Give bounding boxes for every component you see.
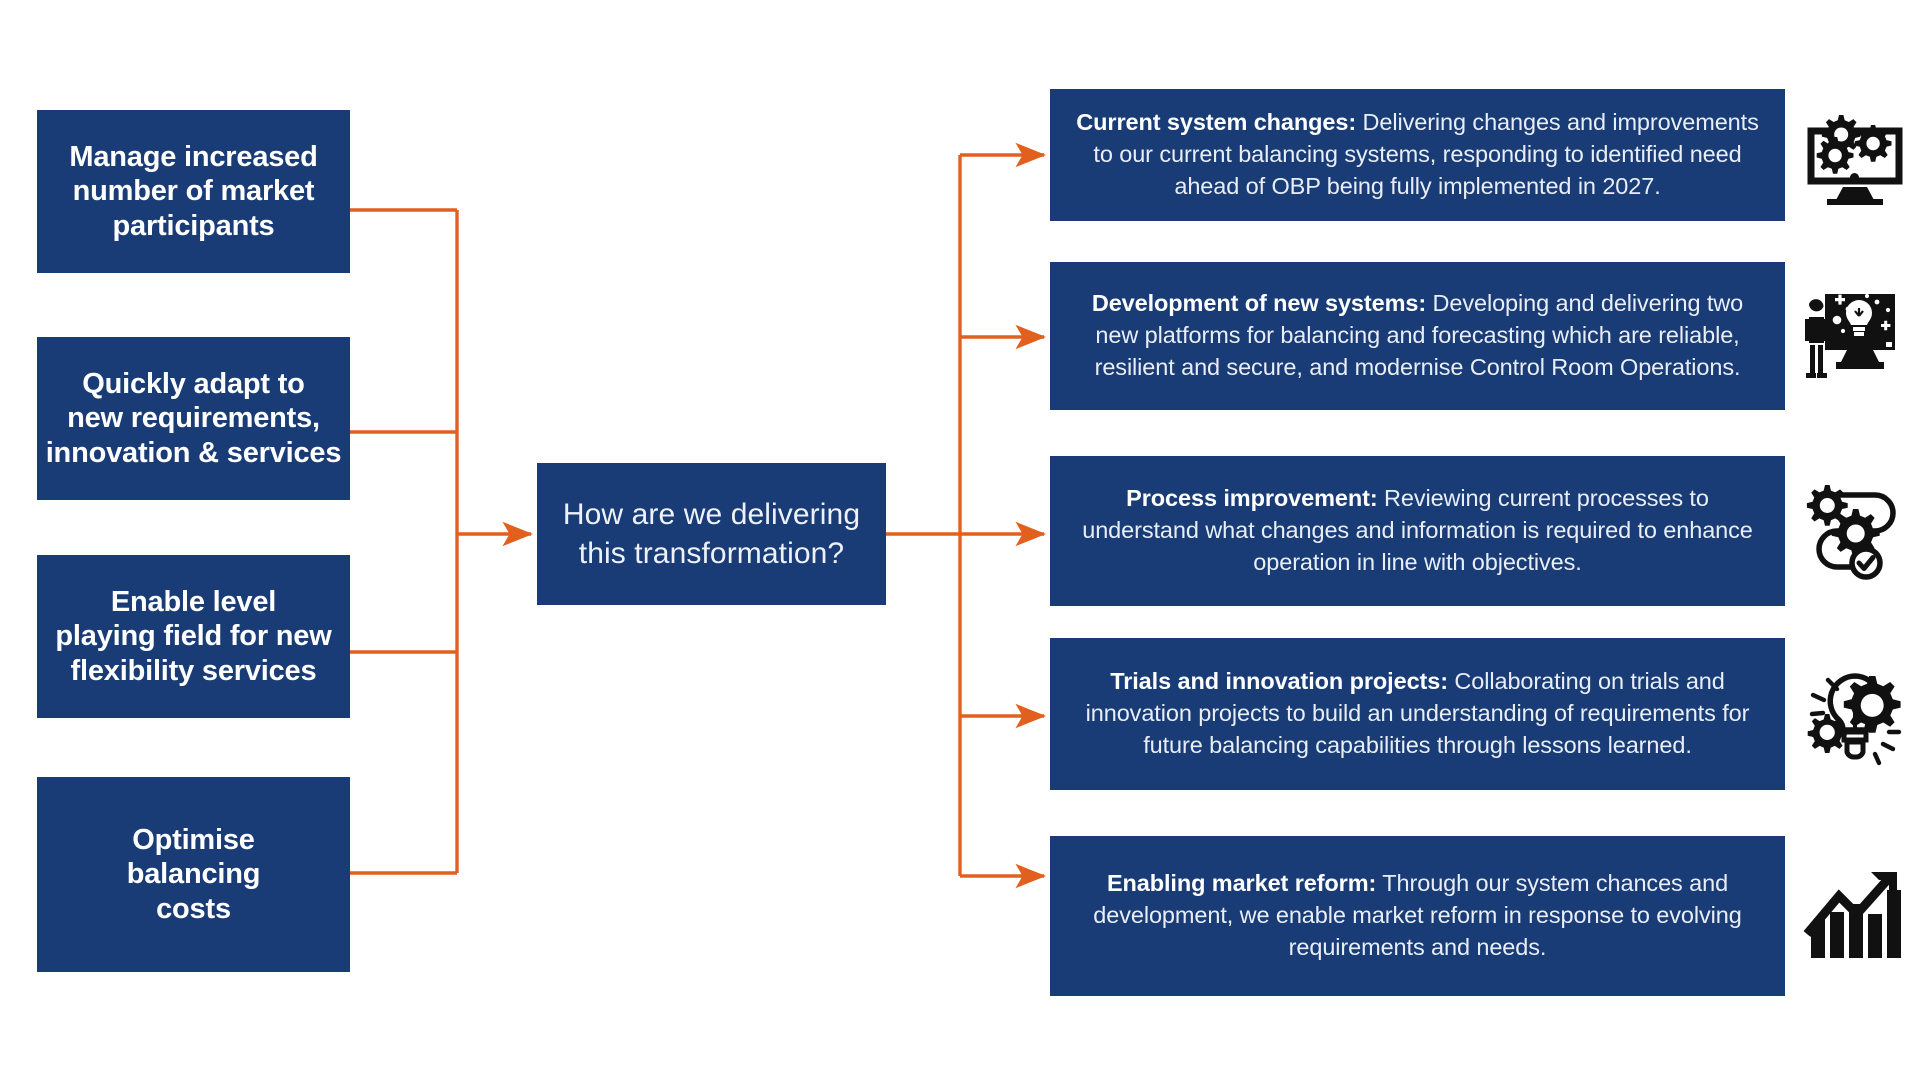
outcome-text: Process improvement: Reviewing current p…	[1072, 483, 1763, 579]
driver-text: Enable level playing field for new flexi…	[55, 586, 332, 687]
outcome-box-trials-innovation-projects[interactable]: Trials and innovation projects: Collabor…	[1050, 638, 1785, 790]
outcome-body: Delivering changes and improvements to o…	[1093, 109, 1759, 199]
outcome-box-current-system-changes[interactable]: Current system changes: Delivering chang…	[1050, 89, 1785, 221]
driver-box-quickly-adapt[interactable]: Quickly adapt to new requirements, innov…	[37, 337, 350, 500]
outcome-lead: Current system changes:	[1076, 109, 1357, 136]
outcome-text: Enabling market reform: Through our syst…	[1072, 868, 1763, 964]
outcome-lead: Process improvement:	[1126, 485, 1378, 512]
person-monitor-lightbulb-icon	[1800, 262, 1910, 410]
outcome-text: Current system changes: Delivering chang…	[1072, 107, 1763, 203]
centre-question-text: How are we delivering this transformatio…	[562, 498, 861, 570]
outcome-box-development-new-systems[interactable]: Development of new systems: Developing a…	[1050, 262, 1785, 410]
centre-question-box[interactable]: How are we delivering this transformatio…	[537, 463, 886, 605]
growth-chart-arrow-icon	[1800, 836, 1910, 996]
driver-box-level-playing-field[interactable]: Enable level playing field for new flexi…	[37, 555, 350, 718]
outcome-box-enabling-market-reform[interactable]: Enabling market reform: Through our syst…	[1050, 836, 1785, 996]
driver-text: Quickly adapt to new requirements, innov…	[45, 368, 342, 469]
outcome-lead: Development of new systems:	[1091, 290, 1427, 317]
outcome-text: Trials and innovation projects: Collabor…	[1072, 666, 1763, 762]
outcome-text: Development of new systems: Developing a…	[1072, 288, 1763, 384]
driver-box-optimise-costs[interactable]: Optimise balancing costs	[37, 777, 350, 972]
outcome-box-process-improvement[interactable]: Process improvement: Reviewing current p…	[1050, 456, 1785, 606]
driver-text: Optimise balancing costs	[126, 824, 261, 925]
driver-box-manage-participants[interactable]: Manage increased number of market partic…	[37, 110, 350, 273]
outcome-lead: Enabling market reform:	[1106, 870, 1377, 897]
outcome-body: Through our system chances and developme…	[1093, 870, 1742, 960]
monitor-gears-icon	[1800, 89, 1910, 221]
process-flow-gears-check-icon	[1800, 456, 1910, 606]
lightbulb-gears-icon	[1800, 638, 1910, 790]
outcome-lead: Trials and innovation projects:	[1110, 668, 1448, 695]
outcome-body: Collaborating on trials and innovation p…	[1085, 668, 1750, 758]
driver-text: Manage increased number of market partic…	[69, 141, 318, 242]
outcome-body: Reviewing current processes to understan…	[1082, 485, 1753, 575]
outcome-body: Developing and delivering two new platfo…	[1094, 290, 1744, 380]
